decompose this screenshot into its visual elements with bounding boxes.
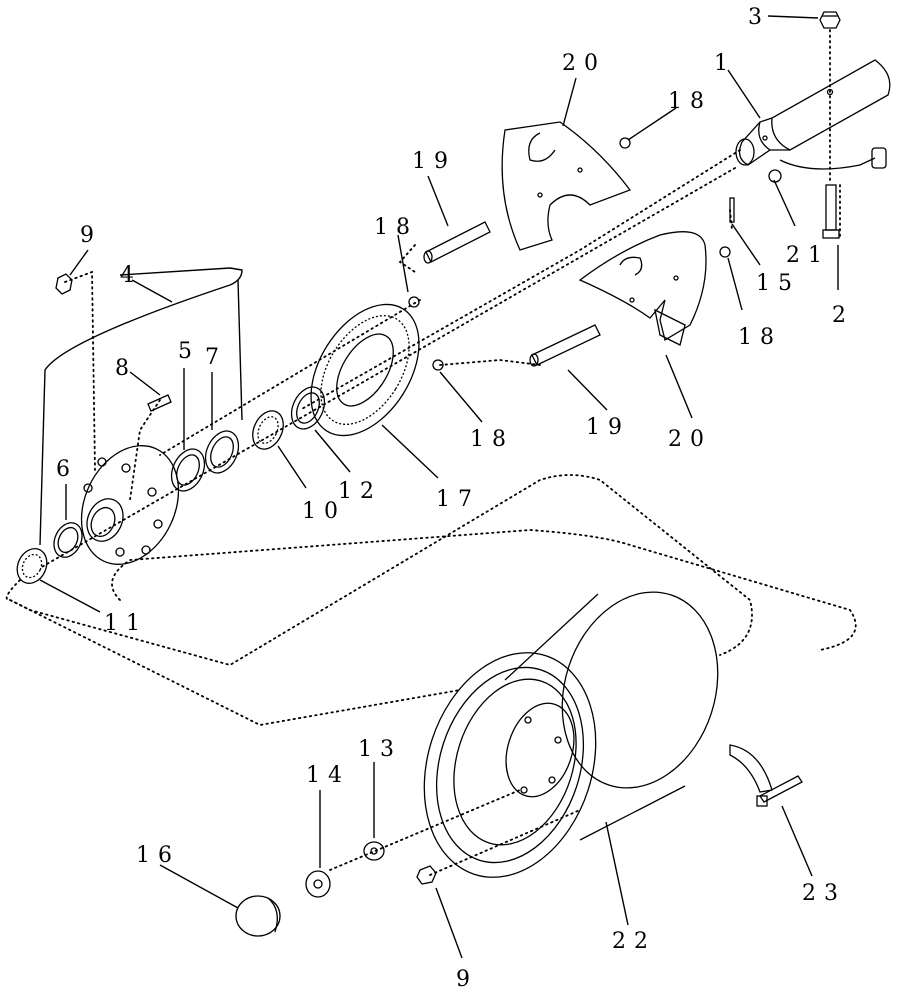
leader-lines [39,15,839,959]
shield-part-20-lower [578,231,707,346]
shield-part-20-upper [501,121,632,251]
callout-9-upper: 9 [80,223,102,248]
tone-ring-part-17 [310,303,420,437]
callout-13: 13 [358,737,402,762]
screw-part-18-d [719,246,731,258]
callout-22: 22 [612,929,656,954]
race-part-5 [170,448,206,492]
callout-19-lower: 19 [586,415,630,440]
bolt-part-2 [822,184,840,239]
callout-18-lower-right: 18 [738,325,782,350]
callout-19-upper: 19 [412,149,456,174]
castle-nut-part-14 [305,870,331,898]
callout-17: 17 [436,487,480,512]
hub-part-4 [80,445,180,565]
rod-part-19-upper [423,221,491,264]
callout-20-lower: 20 [668,427,712,452]
callout-20-upper: 20 [562,51,606,76]
callout-18-upper-right: 18 [668,89,712,114]
callout-7: 7 [205,345,227,370]
stud-part-8 [147,394,172,412]
screw-part-18-a [619,137,631,149]
valve-stem-part-23 [756,775,803,807]
cap-part-16 [235,895,281,937]
callout-1: 1 [714,51,736,76]
callout-3: 3 [748,5,770,30]
nut-part-3 [819,11,841,29]
screw-part-18-c [432,359,444,371]
washer-part-13 [363,841,385,861]
callout-9-lower: 9 [456,967,478,992]
callout-14: 14 [306,763,350,788]
callout-5: 5 [178,339,200,364]
pin-part-15 [729,197,735,223]
callout-11: 11 [104,611,148,636]
callout-18-lower-center: 18 [470,427,514,452]
callout-23: 23 [802,881,846,906]
race-part-6 [53,522,83,558]
callout-21: 21 [786,243,830,268]
callout-15: 15 [756,271,800,296]
rod-part-19-lower [529,324,601,367]
callout-12: 12 [338,479,382,504]
nut-part-9-lower [416,865,437,885]
bearing-part-10 [252,410,284,450]
callout-10: 10 [302,499,346,524]
spindle-part-1 [735,59,891,183]
callout-2: 2 [832,303,854,328]
wheel-rim-part-22 [423,591,773,878]
nut-part-9-upper [55,273,73,295]
callout-8: 8 [115,356,137,381]
callout-4: 4 [120,263,142,288]
callout-labels: 3 1 20 18 19 18 21 2 15 18 9 4 5 7 8 18 … [56,5,854,992]
seal-part-12 [290,386,326,430]
callout-18-upper-left: 18 [374,215,418,240]
callout-6: 6 [56,457,78,482]
screw-part-18-b [408,296,420,308]
bearing-part-11 [16,547,48,585]
race-part-7 [204,430,240,474]
callout-16: 16 [136,843,180,868]
